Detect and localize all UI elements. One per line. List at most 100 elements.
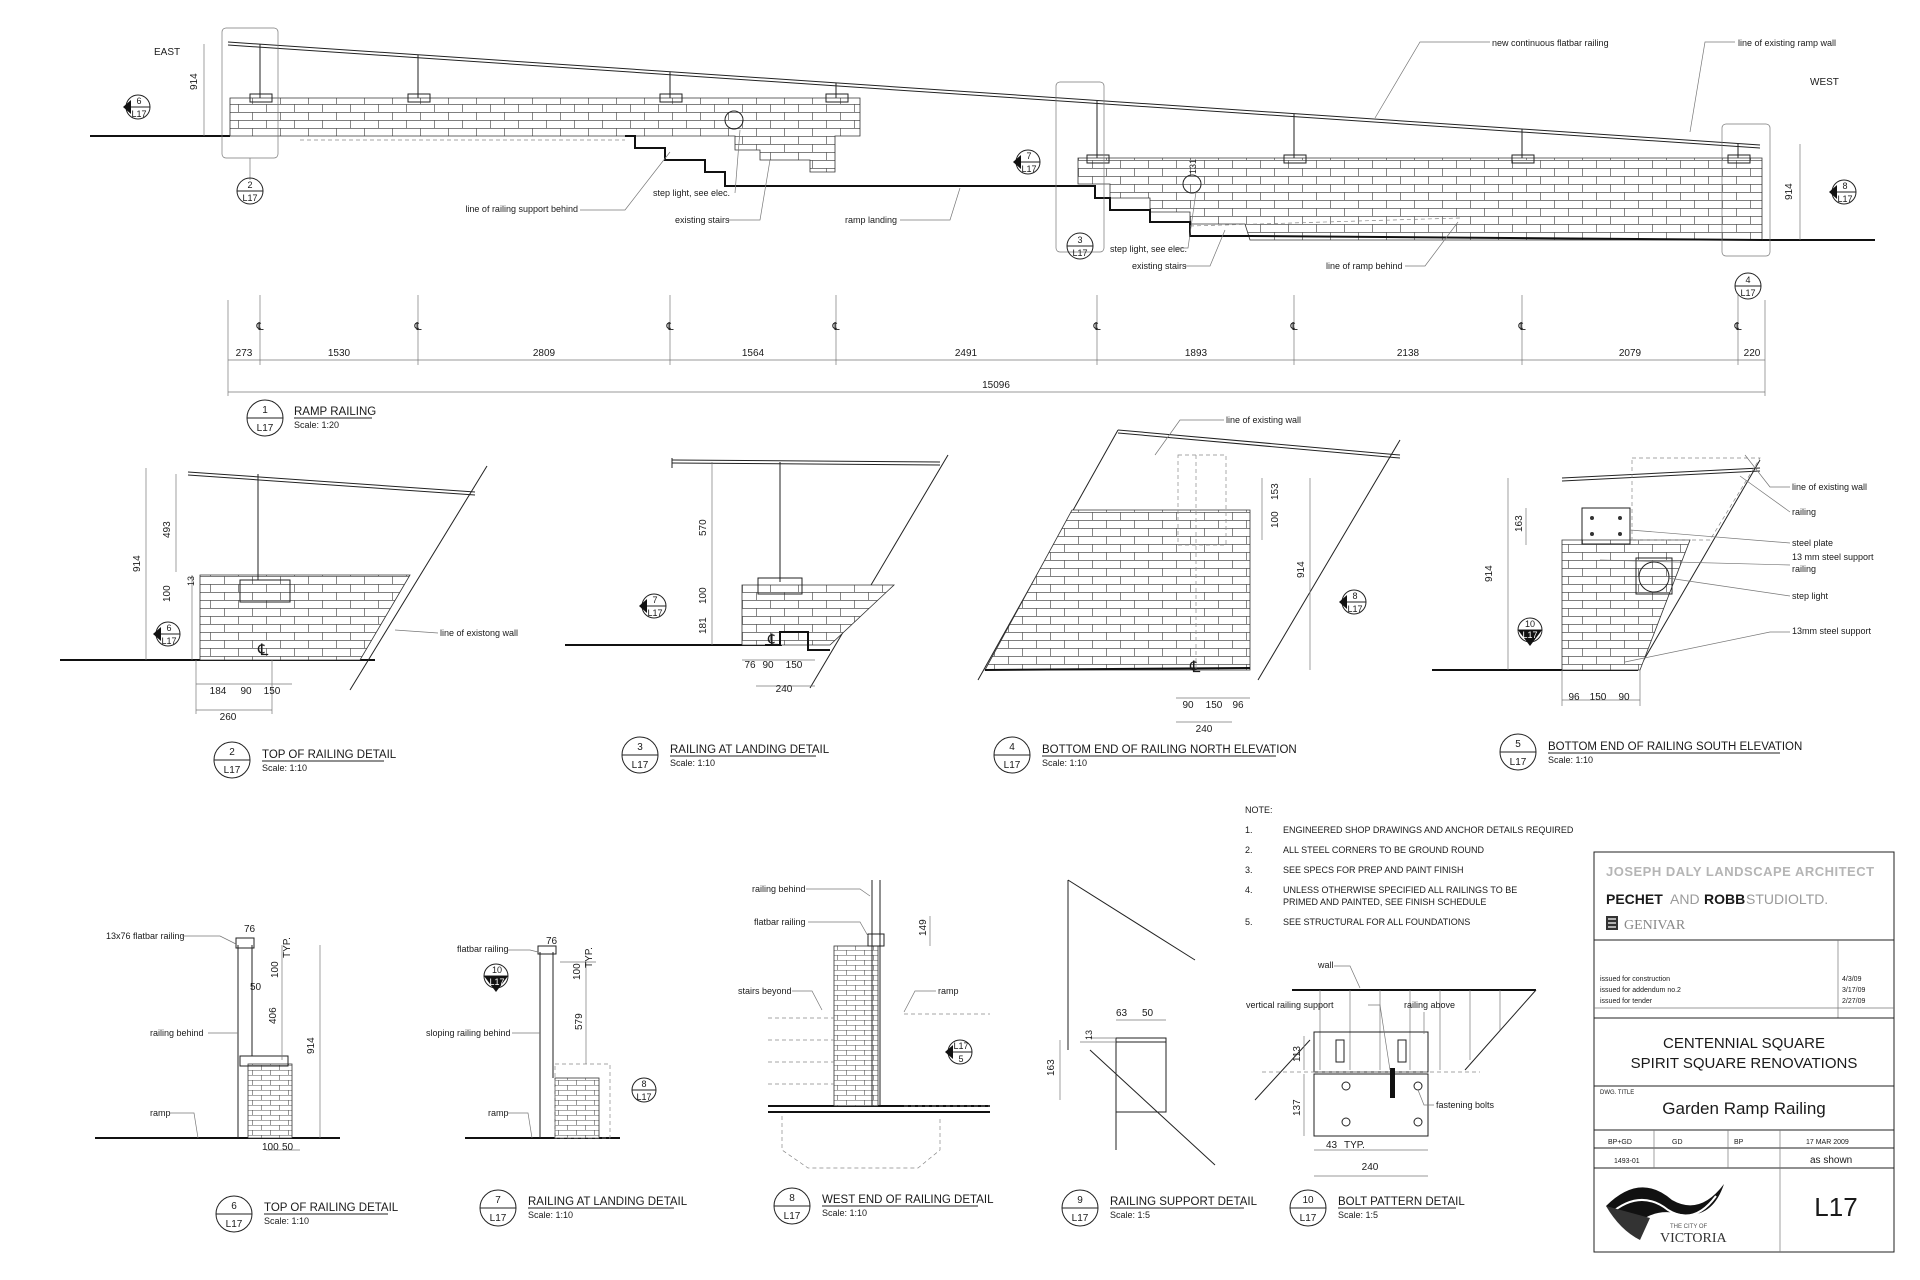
detail-3-railing-at-landing: 570 100 181 ℄ 76 90 150 240 7 L17 bbox=[565, 454, 949, 695]
detail-title-7: 7 L17 RAILING AT LANDING DETAIL Scale: 1… bbox=[479, 1189, 688, 1227]
flatbar-railing bbox=[227, 41, 1761, 146]
west-brick-wall bbox=[1077, 157, 1763, 241]
title-block: JOSEPH DALY LANDSCAPE ARCHITECT PECHET A… bbox=[1593, 851, 1895, 1253]
svg-text:914: 914 bbox=[1296, 561, 1307, 578]
detail-title-1: 1 L17 RAMP RAILING Scale: 1:20 bbox=[246, 399, 376, 437]
svg-text:2: 2 bbox=[229, 747, 235, 758]
label-east: EAST bbox=[154, 47, 180, 58]
drawing-title: Garden Ramp Railing bbox=[1662, 1099, 1825, 1118]
svg-text:WEST END OF RAILING DETAIL: WEST END OF RAILING DETAIL bbox=[822, 1194, 994, 1206]
callout-7-detail3[interactable]: 7 L17 bbox=[639, 593, 667, 619]
callout-4[interactable]: 4 L17 bbox=[1734, 272, 1762, 300]
svg-text:railing behind: railing behind bbox=[150, 1028, 204, 1038]
svg-text:ROBB: ROBB bbox=[1704, 891, 1745, 907]
svg-text:153: 153 bbox=[1270, 483, 1281, 500]
svg-text:DWG. TITLE: DWG. TITLE bbox=[1600, 1090, 1634, 1096]
svg-text:76: 76 bbox=[244, 924, 256, 935]
city-name: VICTORIA bbox=[1660, 1231, 1728, 1246]
centerline-mark: ℄ bbox=[255, 321, 263, 333]
svg-text:TYP.: TYP. bbox=[584, 947, 595, 968]
svg-text:50: 50 bbox=[1142, 1008, 1154, 1019]
callout-7[interactable]: 7 L17 bbox=[1013, 149, 1041, 175]
detail-title-9: 9 L17 RAILING SUPPORT DETAIL Scale: 1:5 bbox=[1061, 1189, 1258, 1227]
svg-text:℄: ℄ bbox=[1092, 321, 1100, 333]
svg-text:914: 914 bbox=[306, 1037, 317, 1054]
svg-text:100: 100 bbox=[698, 587, 709, 604]
svg-text:2: 2 bbox=[247, 180, 252, 190]
dim-2809: 2809 bbox=[533, 348, 556, 359]
svg-text:L17: L17 bbox=[489, 977, 504, 987]
label-line-of-existing-wall-4: line of existing wall bbox=[1226, 415, 1301, 425]
genivar-label: GENIVAR bbox=[1624, 918, 1686, 933]
svg-text:L17: L17 bbox=[1072, 1213, 1089, 1224]
svg-text:163: 163 bbox=[1046, 1059, 1057, 1076]
svg-text:℄: ℄ bbox=[413, 321, 421, 333]
dim-273: 273 bbox=[236, 348, 253, 359]
detail-4-north-elevation: 153 100 914 ℄ 90 150 96 240 line of exis… bbox=[977, 415, 1401, 735]
svg-text:L17: L17 bbox=[257, 423, 274, 434]
svg-text:150: 150 bbox=[786, 660, 803, 671]
label-railing-support: line of railing support behind bbox=[465, 204, 578, 214]
svg-text:150: 150 bbox=[264, 686, 281, 697]
svg-text:℄: ℄ bbox=[665, 321, 673, 333]
svg-text:3: 3 bbox=[1077, 235, 1082, 245]
title-ramp-railing: RAMP RAILING bbox=[294, 406, 376, 418]
svg-text:6: 6 bbox=[136, 96, 141, 106]
svg-text:163: 163 bbox=[1514, 515, 1525, 532]
svg-text:7: 7 bbox=[495, 1195, 501, 1206]
svg-text:63: 63 bbox=[1116, 1008, 1128, 1019]
svg-text:ramp: ramp bbox=[938, 986, 959, 996]
detail-7-railing-at-landing: 76 100 TYP. 579 flatbar railing sloping … bbox=[426, 936, 657, 1139]
callout-10-detail7[interactable]: 10 L17 bbox=[483, 963, 509, 992]
svg-text:railing: railing bbox=[1792, 507, 1816, 517]
detail-title-4: 4 L17 BOTTOM END OF RAILING NORTH ELEVAT… bbox=[993, 736, 1297, 774]
svg-text:579: 579 bbox=[574, 1013, 585, 1030]
callout-8-detail7[interactable]: 8 L17 bbox=[631, 1077, 657, 1103]
svg-text:L17: L17 bbox=[242, 193, 257, 203]
svg-text:L17: L17 bbox=[490, 1213, 507, 1224]
notes-heading: NOTE: bbox=[1245, 805, 1273, 815]
svg-text:stairs beyond: stairs beyond bbox=[738, 986, 792, 996]
svg-text:Scale: 1:10: Scale: 1:10 bbox=[528, 1210, 573, 1220]
label-13mm-steel-support-railing: 13 mm steel support bbox=[1792, 552, 1874, 562]
svg-text:6: 6 bbox=[166, 623, 171, 633]
svg-text:184: 184 bbox=[210, 686, 227, 697]
callout-2[interactable]: 2 L17 bbox=[236, 158, 264, 205]
svg-text:TOP OF RAILING DETAIL: TOP OF RAILING DETAIL bbox=[264, 1202, 399, 1214]
svg-text:as shown: as shown bbox=[1810, 1155, 1852, 1166]
svg-text:76: 76 bbox=[744, 660, 756, 671]
callout-10-detail5[interactable]: 10 L17 bbox=[1517, 617, 1543, 646]
svg-text:issued for construction: issued for construction bbox=[1600, 976, 1670, 983]
callout-6-detail2[interactable]: 6 L17 bbox=[153, 621, 181, 647]
svg-text:8: 8 bbox=[1352, 591, 1357, 601]
svg-text:L17: L17 bbox=[1021, 164, 1036, 174]
label-step-light-1: step light, see elec. bbox=[653, 188, 730, 198]
label-existing-stairs-2: existing stairs bbox=[1132, 261, 1187, 271]
svg-text:914: 914 bbox=[1484, 565, 1495, 582]
svg-text:L17: L17 bbox=[1072, 248, 1087, 258]
svg-text:L17: L17 bbox=[1740, 288, 1755, 298]
svg-text:50: 50 bbox=[282, 1142, 294, 1153]
svg-text:Scale: 1:5: Scale: 1:5 bbox=[1338, 1210, 1378, 1220]
svg-text:AND: AND bbox=[1670, 891, 1700, 907]
callout-6[interactable]: 6 L17 bbox=[123, 94, 151, 120]
detail-9-railing-support: 63 50 13 163 bbox=[1046, 879, 1216, 1166]
svg-text:4.: 4. bbox=[1245, 885, 1253, 895]
svg-text:L17: L17 bbox=[1004, 760, 1021, 771]
general-notes: NOTE: 1. ENGINEERED SHOP DRAWINGS AND AN… bbox=[1245, 805, 1574, 927]
detail-5-south-elevation: 163 914 96 150 90 line of existing wall … bbox=[1432, 454, 1874, 706]
svg-text:10: 10 bbox=[492, 965, 502, 975]
svg-text:240: 240 bbox=[776, 684, 793, 695]
label-existing-stairs-1: existing stairs bbox=[675, 215, 730, 225]
svg-text:90: 90 bbox=[1182, 700, 1194, 711]
svg-text:8: 8 bbox=[789, 1193, 795, 1204]
callout-3[interactable]: 3 L17 bbox=[1066, 232, 1094, 260]
callout-l17-5-detail8[interactable]: L17 5 bbox=[945, 1039, 973, 1065]
callout-8-detail4[interactable]: 8 L17 bbox=[1339, 589, 1367, 615]
svg-text:BP+GD: BP+GD bbox=[1608, 1139, 1632, 1146]
detail-2-top-of-railing: 914 493 100 13 ℄ 184 90 150 260 line of … bbox=[60, 465, 518, 723]
label-ramp-landing: ramp landing bbox=[845, 215, 897, 225]
svg-text:17 MAR 2009: 17 MAR 2009 bbox=[1806, 1139, 1849, 1146]
ramp-behind-line-west bbox=[1189, 217, 1461, 227]
callout-8[interactable]: 8 L17 bbox=[1829, 179, 1857, 205]
